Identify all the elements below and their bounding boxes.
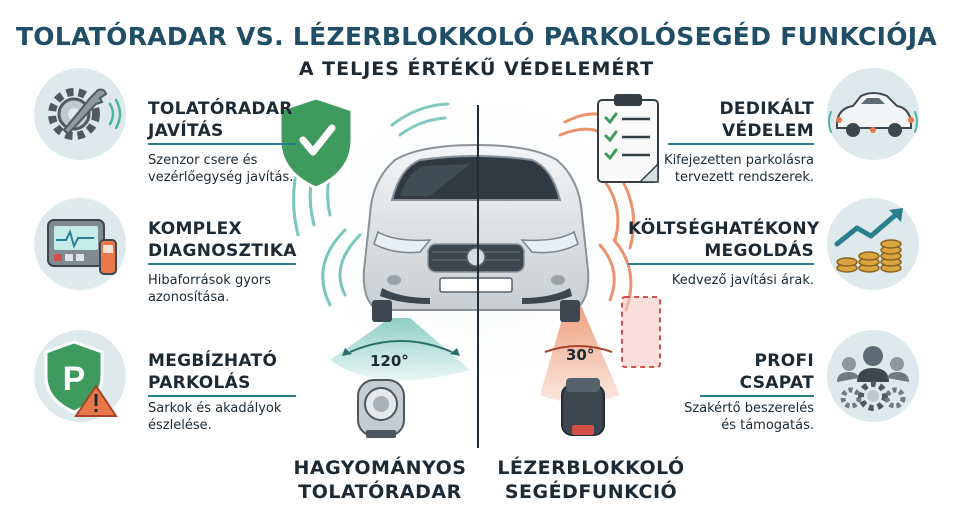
feature-desc-dedicated: Kifejezetten parkolásra tervezett rendsz… bbox=[664, 153, 814, 185]
diagnostic-device-icon bbox=[47, 219, 117, 275]
feature-desc-parking: Sarkok és akadályok észlelése. bbox=[148, 401, 282, 433]
feature-title-pro-team: PROFI CSAPAT bbox=[700, 350, 814, 397]
feature-title-dedicated: DEDIKÁLT VÉDELEM bbox=[668, 98, 814, 145]
car-front-view bbox=[362, 143, 590, 322]
feature-desc-diagnostics: Hibaforrások gyors azonosítása. bbox=[148, 273, 271, 305]
detected-obstacle bbox=[621, 296, 661, 368]
shield-check-icon bbox=[278, 96, 354, 190]
page-title: TOLATÓRADAR VS. LÉZERBLOKKOLÓ PARKOLÓSEG… bbox=[15, 22, 938, 51]
feature-title-radar-repair: TOLATÓRADAR JAVÍTÁS bbox=[148, 98, 296, 145]
laser-system-label: LÉZERBLOKKOLÓ SEGÉDFUNKCIÓ bbox=[497, 457, 685, 503]
parking-shield-icon: P bbox=[44, 340, 118, 417]
laser-beam-30 bbox=[540, 285, 620, 403]
feature-icon-circle bbox=[34, 68, 126, 160]
coins-chart-icon bbox=[834, 208, 903, 273]
laser-sensor-device bbox=[561, 378, 605, 436]
feature-icon-circle bbox=[827, 198, 919, 290]
feature-title-parking: MEGBÍZHATÓ PARKOLÁS bbox=[148, 350, 296, 397]
feature-icon-circle bbox=[827, 330, 919, 422]
radar-fan-120 bbox=[330, 318, 470, 381]
team-gears-icon bbox=[837, 346, 909, 411]
feature-title-cost-effective: KÖLTSÉGHATÉKONY MEGOLDÁS bbox=[628, 218, 819, 265]
radar-angle-label: 120° bbox=[370, 352, 409, 370]
radar-waves-top bbox=[390, 102, 450, 137]
feature-icon-circle bbox=[827, 68, 919, 160]
feature-desc-radar-repair: Szenzor csere és vezérlőegység javítás. bbox=[148, 153, 294, 185]
feature-title-diagnostics: KOMPLEX DIAGNOSZTIKA bbox=[148, 218, 297, 265]
feature-icon-circle: P bbox=[34, 330, 126, 422]
page-subtitle: A TELJES ÉRTÉKŰ VÉDELEMÉRT bbox=[298, 58, 655, 80]
svg-text:P: P bbox=[63, 360, 86, 398]
radar-sensor-device bbox=[357, 379, 405, 438]
gear-wrench-icon bbox=[48, 88, 122, 140]
laser-angle-label: 30° bbox=[566, 346, 595, 364]
clipboard-checklist-icon bbox=[597, 94, 659, 183]
feature-desc-cost-effective: Kedvező javítási árak. bbox=[671, 273, 814, 288]
feature-desc-pro-team: Szakértő beszerelés és támogatás. bbox=[684, 401, 814, 433]
car-sensors-icon bbox=[828, 92, 918, 137]
radar-arc bbox=[349, 340, 453, 353]
feature-icon-circle bbox=[34, 198, 126, 290]
radar-system-label: HAGYOMÁNYOS TOLATÓRADAR bbox=[293, 457, 467, 503]
